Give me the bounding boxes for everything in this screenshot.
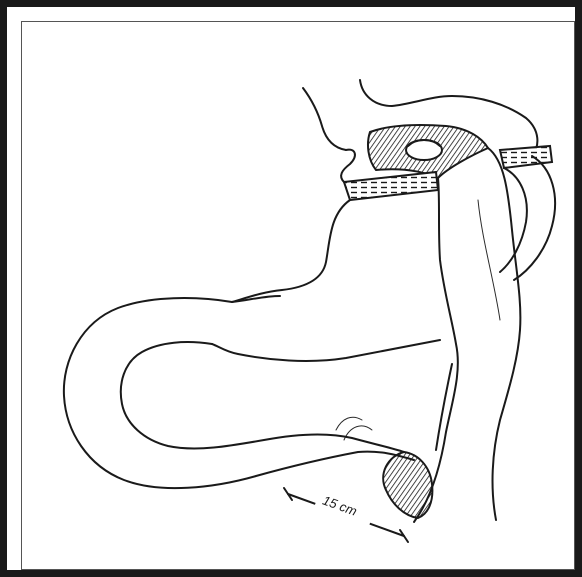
fundus-remnant bbox=[500, 156, 555, 280]
roux-limb bbox=[414, 148, 520, 522]
limb-cut-end bbox=[383, 452, 432, 518]
gastric-pouch bbox=[368, 125, 488, 178]
jejunal-loop bbox=[64, 298, 414, 488]
remnant-stomach bbox=[212, 200, 452, 450]
